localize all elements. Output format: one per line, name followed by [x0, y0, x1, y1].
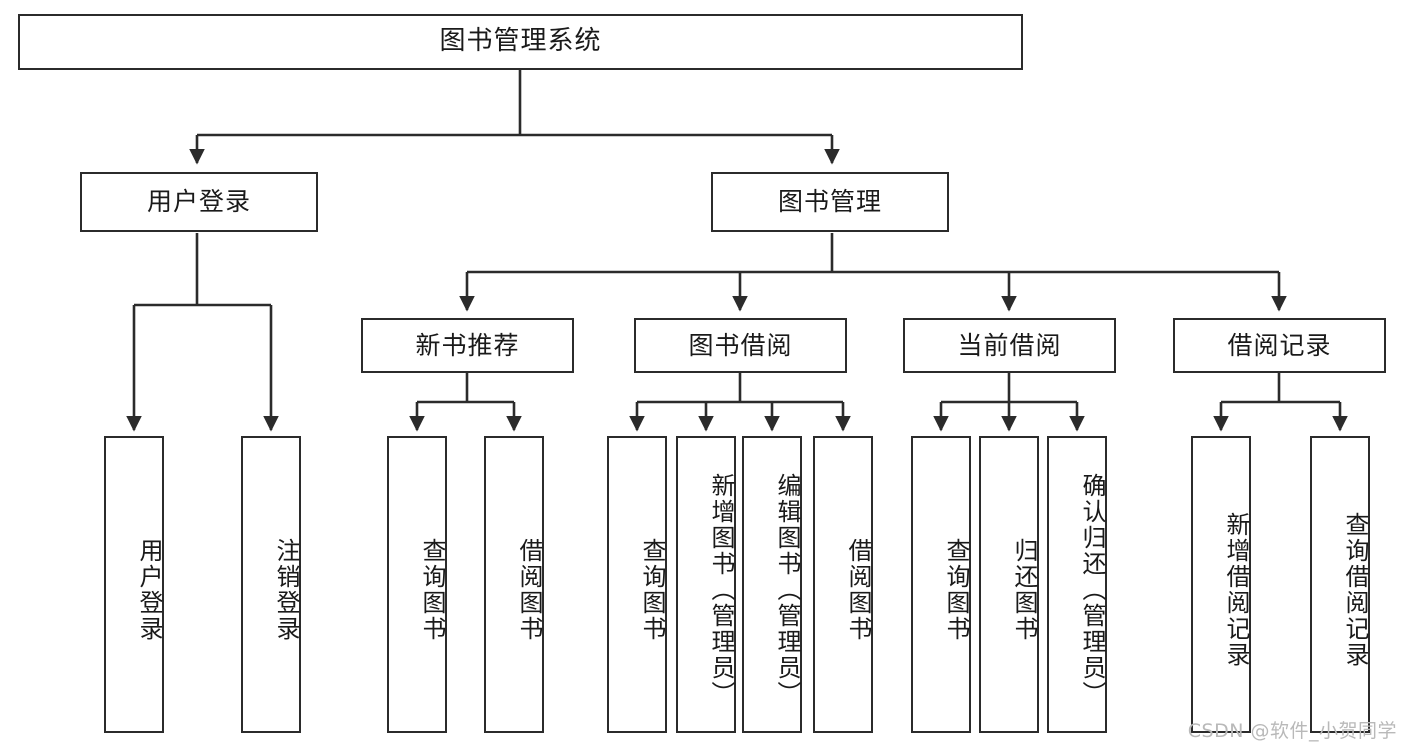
node-book-borrow[interactable]: 图书借阅	[634, 318, 847, 373]
node-label: 新增借阅记录	[1222, 511, 1250, 668]
csdn-watermark: CSDN @软件_小贺同学	[1187, 720, 1397, 742]
node-label: 用户登录	[135, 537, 163, 642]
node-label: 编辑图书（管理员）	[773, 472, 801, 707]
node-new-book-recommend[interactable]: 新书推荐	[361, 318, 574, 373]
leaf-confirm-return[interactable]: 确认归还（管理员）	[1047, 436, 1107, 733]
node-label: 借阅图书	[515, 537, 543, 642]
node-label: 查询图书	[418, 537, 446, 642]
leaf-add-book[interactable]: 新增图书（管理员）	[676, 436, 736, 733]
leaf-query-record[interactable]: 查询借阅记录	[1310, 436, 1370, 733]
leaf-add-record[interactable]: 新增借阅记录	[1191, 436, 1251, 733]
node-borrow-record[interactable]: 借阅记录	[1173, 318, 1386, 373]
node-label: 用户登录	[146, 187, 251, 216]
node-label: 借阅图书	[844, 537, 872, 642]
leaf-user-logout[interactable]: 注销登录	[241, 436, 301, 733]
node-label: 图书管理系统	[439, 26, 602, 57]
node-label: 确认归还（管理员）	[1078, 472, 1106, 707]
node-label: 借阅记录	[1227, 330, 1332, 360]
leaf-borrow-book-1[interactable]: 借阅图书	[484, 436, 544, 733]
node-label: 新书推荐	[415, 330, 520, 360]
node-label: 查询借阅记录	[1341, 511, 1369, 668]
node-user-login[interactable]: 用户登录	[80, 172, 318, 232]
node-label: 图书借阅	[688, 330, 793, 360]
leaf-edit-book[interactable]: 编辑图书（管理员）	[742, 436, 802, 733]
leaf-query-book-2[interactable]: 查询图书	[607, 436, 667, 733]
node-label: 图书管理	[777, 187, 882, 216]
leaf-user-login[interactable]: 用户登录	[104, 436, 164, 733]
node-label: 归还图书	[1010, 537, 1038, 642]
leaf-query-book-3[interactable]: 查询图书	[911, 436, 971, 733]
node-label: 新增图书（管理员）	[707, 472, 735, 707]
node-book-manage[interactable]: 图书管理	[711, 172, 949, 232]
node-root-system[interactable]: 图书管理系统	[18, 14, 1023, 70]
leaf-query-book-1[interactable]: 查询图书	[387, 436, 447, 733]
leaf-return-book[interactable]: 归还图书	[979, 436, 1039, 733]
node-label: 注销登录	[272, 537, 300, 642]
node-label: 查询图书	[638, 537, 666, 642]
node-label: 当前借阅	[957, 330, 1062, 360]
node-current-borrow[interactable]: 当前借阅	[903, 318, 1116, 373]
node-label: 查询图书	[942, 537, 970, 642]
leaf-borrow-book-2[interactable]: 借阅图书	[813, 436, 873, 733]
